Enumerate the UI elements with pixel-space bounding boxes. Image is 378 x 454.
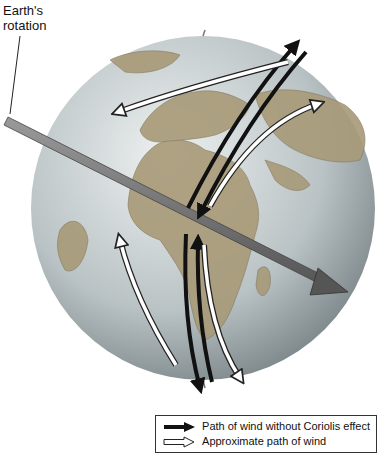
axis-arrowhead [310, 268, 348, 295]
black-arrow-sample [162, 421, 196, 433]
white-arrow-sample [162, 436, 196, 448]
axis-label: Earth's rotation [3, 3, 65, 33]
wind-without-coriolis [185, 44, 306, 388]
rotation-axis [4, 117, 330, 287]
leader-line [10, 36, 20, 114]
legend-entry: Path of wind without Coriolis effect [162, 419, 370, 434]
legend-entry: Approximate path of wind [162, 434, 370, 449]
legend-text: Approximate path of wind [202, 434, 326, 449]
legend-box: Path of wind without Coriolis effectAppr… [155, 415, 377, 453]
approximate-wind [118, 62, 318, 378]
legend-text: Path of wind without Coriolis effect [202, 419, 370, 434]
